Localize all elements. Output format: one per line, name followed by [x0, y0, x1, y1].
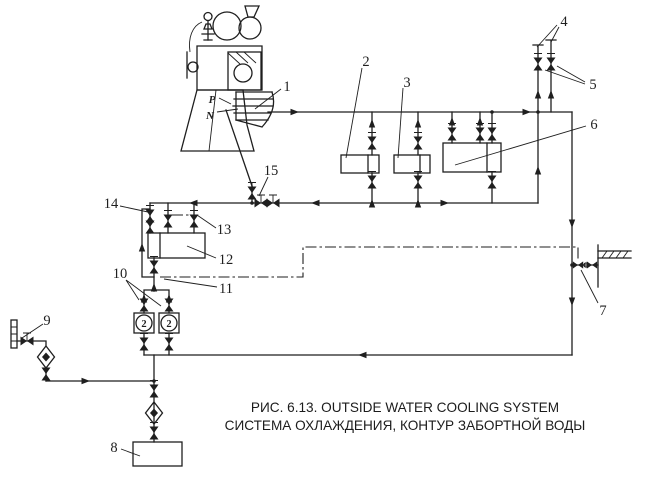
seawater-pumps: 2 2 [133, 288, 180, 356]
bottom-sea-chest-branch [132, 354, 183, 467]
cooler-12 [147, 232, 206, 259]
callout-2: 2 [362, 54, 369, 70]
pump-1: 2 [133, 312, 155, 334]
cooler-3 [393, 111, 431, 208]
pump-1-marking: 2 [141, 319, 146, 330]
engine-outlet-manifold [232, 91, 275, 128]
boundary-dashdot-line [160, 246, 579, 278]
engine-inlet-pipe [225, 109, 253, 187]
callout-7: 7 [599, 303, 606, 319]
callout-5: 5 [589, 77, 596, 93]
callout-13: 13 [217, 222, 232, 238]
callout-12: 12 [219, 252, 234, 268]
callout-14: 14 [104, 196, 119, 212]
callout-1: 1 [283, 79, 290, 95]
pipe-runs [45, 108, 576, 385]
callout-15: 15 [264, 163, 279, 179]
deck-connections [532, 39, 557, 113]
callout-11: 11 [219, 281, 233, 297]
engine-port-n-label: N [205, 110, 215, 122]
bottom-sea-chest [132, 441, 183, 467]
engine-inlet-valve-group [248, 183, 280, 208]
callout-10: 10 [113, 266, 128, 282]
callout-numbers: 1 2 3 4 5 6 7 8 9 10 11 12 13 14 15 [43, 14, 606, 456]
main-engine-drawing: P N [180, 5, 275, 187]
engine-port-p-label: P [209, 94, 216, 106]
pump-2-marking: 2 [166, 319, 171, 330]
side-sea-chest-branch [10, 319, 56, 382]
callout-leaders [21, 24, 599, 457]
callout-8: 8 [110, 440, 117, 456]
callout-6: 6 [590, 117, 597, 133]
engine-funnel [244, 5, 261, 18]
pump-2: 2 [158, 312, 180, 334]
cooler-2 [340, 111, 380, 208]
caption-line-2: СИСТЕМА ОХЛАЖДЕНИЯ, КОНТУР ЗАБОРТНОЙ ВОД… [225, 418, 586, 433]
cooler-6 [442, 110, 540, 204]
cooler-12-group [138, 202, 206, 292]
figure-caption: РИС. 6.13. OUTSIDE WATER COOLING SYSTEM … [225, 400, 586, 433]
callout-9: 9 [43, 313, 50, 329]
callout-3: 3 [403, 75, 410, 91]
overboard-discharge [570, 244, 632, 288]
caption-line-1: РИС. 6.13. OUTSIDE WATER COOLING SYSTEM [251, 400, 559, 415]
callout-4: 4 [560, 14, 568, 30]
